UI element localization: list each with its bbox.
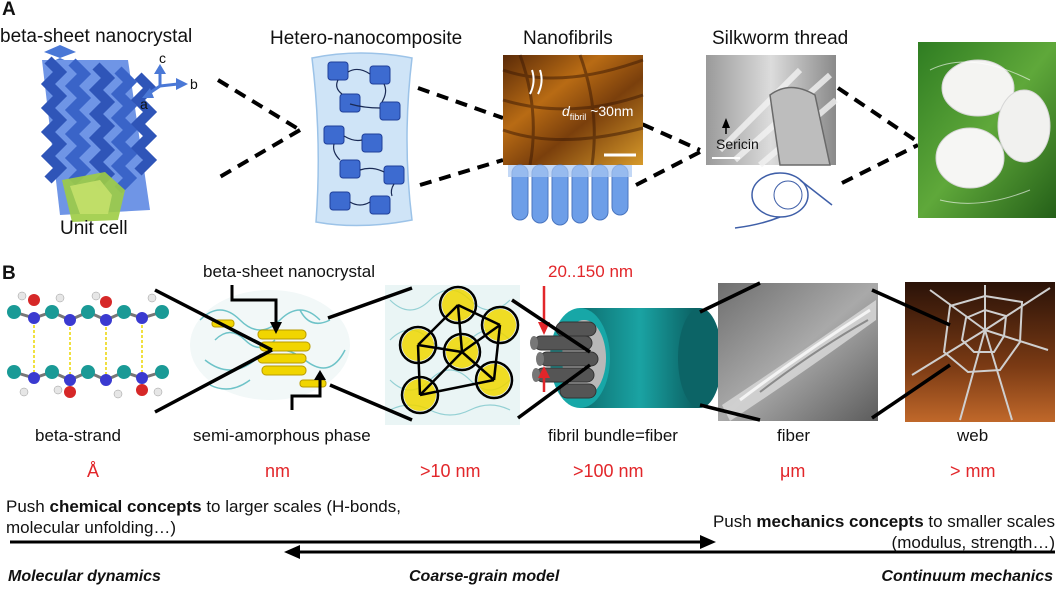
beta-strand-figure	[7, 291, 169, 399]
title-nanofibrils: Nanofibrils	[523, 28, 613, 49]
axis-label-b: b	[190, 76, 198, 92]
item-label-web: web	[957, 426, 989, 445]
fibril-bundle-figure	[530, 308, 722, 408]
semi-amorphous-phase-figure	[190, 290, 350, 400]
nanocrystal-pointer-arrows	[230, 285, 322, 410]
item-label-fibril-bundle: fibril bundle=fiber	[548, 426, 678, 445]
nanocrystal-label-b: beta-sheet nanocrystal	[203, 262, 375, 281]
scale-10nm: >10 nm	[420, 461, 481, 481]
arrow-right-head	[700, 535, 716, 549]
silkworm-thread-figure	[706, 55, 838, 229]
item-label-fiber: fiber	[777, 426, 811, 445]
fibril-value: ~30nm	[590, 103, 634, 119]
silkworm-cocoons-photo	[918, 42, 1056, 218]
left-bold: chemical concepts	[49, 497, 202, 516]
fibril-d: d	[562, 103, 570, 119]
right-post: to smaller scales	[923, 512, 1055, 531]
fiber-sem-figure	[718, 283, 878, 421]
mechanics-concepts-note: Push mechanics concepts to smaller scale…	[635, 511, 1055, 553]
method-coarse-grain: Coarse-grain model	[409, 568, 560, 585]
arrow-left-head	[284, 545, 300, 559]
title-hetero-nanocomposite: Hetero-nanocomposite	[270, 28, 463, 49]
right-bold: mechanics concepts	[756, 512, 924, 531]
item-label-beta-strand: beta-strand	[35, 426, 121, 445]
coarse-grain-network-figure	[385, 285, 520, 425]
scale-angstrom: Å	[87, 461, 100, 481]
scale-100nm: >100 nm	[573, 461, 644, 481]
scale-nm: nm	[265, 461, 291, 481]
axis-label-c: c	[159, 50, 166, 66]
axis-label-a: a	[140, 96, 148, 112]
method-continuum-mechanics: Continuum mechanics	[881, 568, 1053, 585]
nanofibrils-figure	[502, 54, 644, 226]
panel-a-dashed-connectors	[216, 78, 920, 187]
title-silkworm-thread: Silkworm thread	[712, 28, 849, 49]
hetero-nanocomposite-figure	[311, 52, 413, 227]
scale-arrows	[10, 540, 1055, 554]
title-beta-sheet-nanocrystal: beta-sheet nanocrystal	[0, 26, 193, 47]
sericin-label: Sericin	[716, 136, 759, 152]
item-label-semi-amorphous: semi-amorphous phase	[193, 426, 371, 445]
lattice-axes	[142, 64, 188, 98]
left-pre: Push	[6, 497, 50, 516]
method-molecular-dynamics: Molecular dynamics	[8, 568, 161, 585]
scale-mm: > mm	[950, 461, 996, 481]
beta-sheet-nanocrystal-figure	[40, 45, 158, 222]
spider-web-figure	[905, 282, 1055, 422]
fibril-diameter-label: dfibril ~30nm	[562, 103, 633, 122]
panel-b-connectors	[154, 281, 951, 422]
left-line2: molecular unfolding…)	[6, 518, 177, 537]
diameter-range-label: 20..150 nm	[548, 262, 634, 281]
scale-um: μm	[780, 461, 806, 481]
fibril-subscript: fibril	[569, 111, 587, 122]
panel-label-b: B	[2, 263, 16, 284]
panel-label-a: A	[2, 0, 16, 20]
unit-cell-label: Unit cell	[60, 218, 128, 239]
chemical-concepts-note: Push chemical concepts to larger scales …	[6, 496, 426, 538]
left-post: to larger scales (H-bonds,	[201, 497, 401, 516]
right-line2: (modulus, strength…)	[891, 533, 1055, 552]
right-pre: Push	[712, 512, 757, 531]
